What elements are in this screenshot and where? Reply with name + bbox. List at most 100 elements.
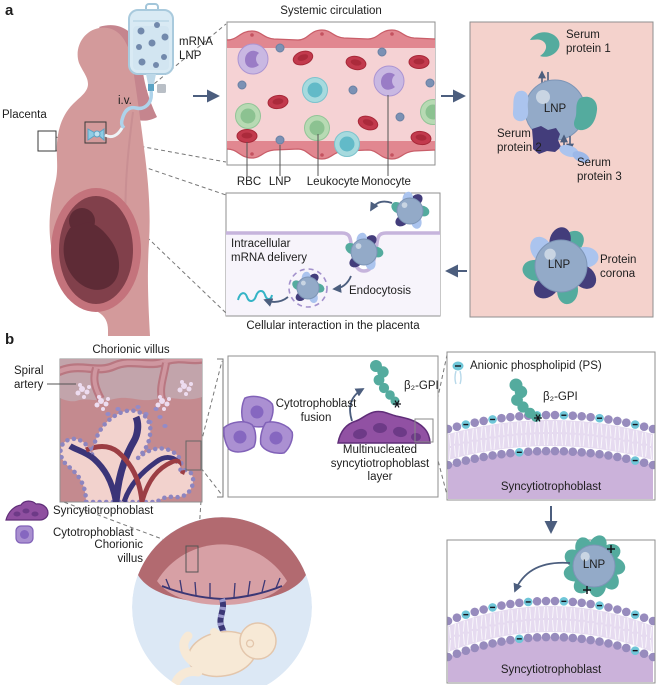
rbc — [292, 50, 314, 66]
lnp-particles-in-bag — [136, 22, 169, 68]
legend-syncytiotrophoblast: Syncytiotrophoblast — [53, 505, 154, 517]
lnp-label: LNP — [543, 103, 567, 115]
systemic-panel-title: Systemic circulation — [280, 5, 382, 17]
panel-b-label: b — [5, 331, 15, 348]
rbc — [267, 94, 289, 110]
womb-zoom-box — [185, 545, 199, 573]
legend-cytotrophoblast: Cytotrophoblast — [53, 527, 134, 539]
positive-charge-icon — [583, 586, 591, 594]
lnp-particle — [377, 47, 387, 57]
lnp-particle — [275, 135, 285, 145]
fetus-silhouette — [63, 208, 120, 290]
lnp2-label: LNP — [582, 559, 606, 571]
blood-cells — [235, 43, 435, 157]
legend-monocyte: Monocyte — [361, 176, 411, 188]
b2gpi-coated-lnp — [563, 535, 626, 598]
syncytiotrophoblast-membrane — [447, 410, 655, 499]
process-arrows — [263, 200, 393, 307]
lnp-particle — [237, 80, 247, 90]
fetus-chorionic-villus-label: Chorionic villus — [94, 539, 143, 565]
fusion-illustration — [223, 360, 434, 454]
lnp-binding-membrane — [447, 596, 655, 682]
serum-protein-1-bound-blob — [573, 96, 598, 131]
villus-zoom-box — [185, 440, 202, 471]
serum-protein-2-blob — [532, 126, 561, 154]
syncytio-nuclei — [353, 423, 421, 441]
multinucleated-label: Multinucleated syncytiotrophoblast layer — [330, 444, 430, 484]
corona-lnp-label: LNP — [547, 259, 571, 271]
syncytiotrophoblast-legend-icon — [5, 500, 49, 521]
bottom-syncytio-label: Syncytiotrophoblast — [500, 664, 602, 676]
membrane-syncytio-label: Syncytiotrophoblast — [500, 481, 602, 493]
binding-arrow — [513, 561, 571, 593]
iv-route-label: i.v. — [118, 95, 132, 107]
b2gpi-chain — [370, 360, 401, 408]
positive-charge-icon — [607, 545, 615, 553]
villus-panel-title: Chorionic villus — [92, 344, 170, 356]
b2gpi-chain-on-membrane — [509, 378, 542, 422]
serum-protein-1-label: Serum protein 1 — [566, 29, 611, 55]
protein-corona-lnp — [522, 227, 599, 305]
pregnant-woman-illustration — [37, 25, 157, 336]
rbc — [345, 55, 367, 71]
rbc — [408, 55, 430, 69]
panel-a-label: a — [5, 2, 14, 19]
placenta-label: Placenta — [2, 109, 47, 121]
lnp-particle — [395, 112, 405, 122]
rbc — [236, 129, 258, 143]
bag-port — [146, 74, 156, 84]
womb-illustration — [132, 517, 312, 685]
intracellular-label: Intracellular mRNA delivery — [231, 238, 308, 264]
b2gpi-attachment-star-icon — [393, 400, 401, 408]
fusion-b2gpi-label: β₂-GPI — [404, 380, 439, 392]
iv-site-zoom-box — [84, 121, 107, 144]
iv-bag-label: mRNA LNP — [179, 36, 213, 62]
iv-catheter — [87, 128, 105, 142]
monocyte — [237, 43, 269, 75]
serum-protein-interaction — [512, 32, 599, 305]
protein-corona-label: Protein corona — [600, 254, 637, 280]
cellular-caption: Cellular interaction in the placenta — [246, 320, 420, 332]
cytotrophoblast-legend-icon — [15, 525, 34, 544]
legend-rbc: RBC — [236, 176, 262, 188]
endocytosis-label: Endocytosis — [349, 285, 412, 297]
corona-lnp-in-endosome — [292, 271, 325, 304]
serum-protein-3-bound-blob — [512, 90, 529, 122]
b2gpi-attachment-star-icon — [534, 414, 542, 422]
cytotrophoblast-cell — [223, 421, 257, 453]
villus-vessels — [68, 415, 186, 502]
cytotrophoblast-cells — [223, 395, 294, 454]
fetus — [171, 622, 277, 685]
cell-membrane — [226, 231, 440, 273]
fusion-label: Cytotrophoblast fusion — [275, 398, 357, 424]
placental-tissue — [157, 544, 287, 605]
magnification-bracket — [217, 358, 224, 498]
release-arrow — [349, 388, 365, 422]
membrane-b2gpi-label: β₂-GPI — [543, 391, 578, 403]
lnp-particle — [275, 43, 285, 53]
serum-protein-2-label: Serum protein 2 — [497, 128, 542, 154]
corona-lnp-in-pit — [345, 232, 384, 270]
lnp-particle — [348, 85, 358, 95]
iv-tube — [119, 90, 154, 130]
fusion-zoom-box — [414, 418, 434, 443]
vessel-legend-leader-lines — [246, 95, 389, 176]
iv-bag-illustration — [87, 3, 174, 142]
rbc — [357, 115, 379, 131]
endocytosis-illustration — [226, 191, 440, 316]
legend-leukocyte: Leukocyte — [306, 176, 360, 188]
ps-legend-label: Anionic phospholipid (PS) — [470, 360, 602, 372]
cytotrophoblast-cell — [259, 421, 294, 454]
endosome — [288, 268, 328, 308]
serum-protein-3-label: Serum protein 3 — [577, 157, 622, 183]
serum-protein-1-blob — [530, 32, 560, 57]
ps-legend-icon — [452, 361, 464, 385]
placenta-zoom-box — [37, 130, 57, 152]
monocyte — [373, 65, 405, 97]
chorionic-villus-illustration — [60, 359, 202, 502]
blood-vessel-illustration — [227, 29, 435, 160]
rbc — [410, 130, 432, 146]
roller-clamp — [157, 84, 166, 93]
